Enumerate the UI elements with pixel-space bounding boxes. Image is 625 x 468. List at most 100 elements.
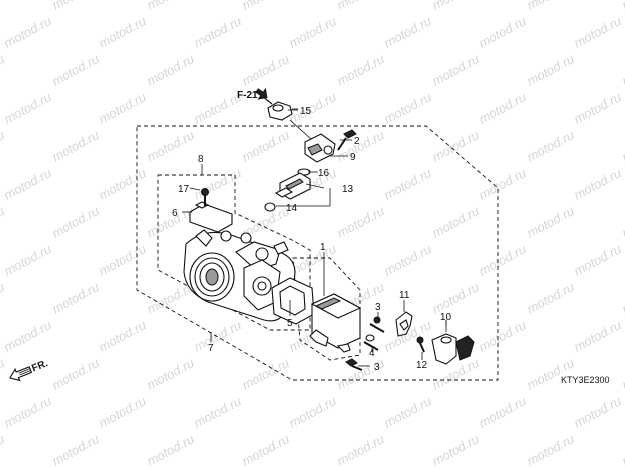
watermark-text: motod.ru bbox=[96, 13, 148, 50]
watermark-text: motod.ru bbox=[524, 51, 576, 88]
callout-1: 1 bbox=[320, 242, 326, 253]
watermark-text: motod.ru bbox=[524, 355, 576, 392]
watermark-text: motod.ru bbox=[619, 51, 625, 88]
watermark-text: motod.ru bbox=[191, 317, 243, 354]
watermark-text: motod.ru bbox=[429, 279, 481, 316]
watermark-text: motod.ru bbox=[144, 51, 196, 88]
watermark-text: motod.ru bbox=[381, 13, 433, 50]
part-13-injector bbox=[264, 168, 311, 212]
watermark-text: motod.ru bbox=[619, 0, 625, 13]
watermark-text: motod.ru bbox=[49, 203, 101, 240]
watermark-text: motod.ru bbox=[239, 0, 291, 13]
watermark-text: motod.ru bbox=[429, 127, 481, 164]
watermark-text: motod.ru bbox=[191, 165, 243, 202]
watermark-text: motod.ru bbox=[191, 393, 243, 430]
diagram-code: KTY3E2300 bbox=[561, 375, 610, 385]
watermark-text: motod.ru bbox=[334, 0, 386, 13]
watermark-text: motod.ru bbox=[0, 431, 7, 468]
watermark-text: motod.ru bbox=[381, 241, 433, 278]
watermark-text: motod.ru bbox=[1, 89, 53, 126]
watermark-text: motod.ru bbox=[96, 241, 148, 278]
watermark-text: motod.ru bbox=[524, 431, 576, 468]
front-label: FR. bbox=[30, 358, 49, 374]
part-12-screw bbox=[416, 336, 425, 353]
watermark-text: motod.ru bbox=[0, 0, 7, 13]
watermark-text: motod.ru bbox=[0, 355, 7, 392]
watermark-text: motod.ru bbox=[1, 13, 53, 50]
callout-10: 10 bbox=[440, 312, 452, 323]
watermark-text: motod.ru bbox=[286, 13, 338, 50]
watermark-text: motod.ru bbox=[96, 165, 148, 202]
part-6-bracket bbox=[189, 188, 233, 233]
watermark-text: motod.ru bbox=[334, 51, 386, 88]
watermark-text: motod.ru bbox=[286, 89, 338, 126]
watermark-text: motod.ru bbox=[96, 317, 148, 354]
watermark-text: motod.ru bbox=[286, 393, 338, 430]
callout-14: 14 bbox=[286, 203, 298, 214]
watermark-text: motod.ru bbox=[334, 127, 386, 164]
watermark-text: motod.ru bbox=[381, 89, 433, 126]
throttle-body bbox=[183, 229, 296, 322]
watermark-text: motod.ru bbox=[619, 127, 625, 164]
sensor-group-boundary bbox=[292, 257, 361, 361]
watermark-text: motod.ru bbox=[191, 89, 243, 126]
watermark-text: motod.ru bbox=[429, 0, 481, 13]
watermark-text: motod.ru bbox=[334, 431, 386, 468]
callout-16: 16 bbox=[318, 168, 330, 179]
watermark-text: motod.ru bbox=[239, 355, 291, 392]
part-9-injector-joint bbox=[289, 119, 336, 163]
watermark-text: motod.ru bbox=[619, 431, 625, 468]
callout-5: 5 bbox=[287, 318, 293, 329]
watermark-text: motod.ru bbox=[1, 393, 53, 430]
watermark-text: motod.ru bbox=[1, 241, 53, 278]
part-15-hose-fitting bbox=[267, 101, 298, 121]
callout-12: 12 bbox=[416, 360, 428, 371]
watermark-text: motod.ru bbox=[476, 165, 528, 202]
callout-13: 13 bbox=[342, 184, 354, 195]
subassembly-boundary bbox=[157, 174, 311, 331]
callout-3-upper: 3 bbox=[375, 302, 381, 313]
front-direction-indicator: FR. bbox=[9, 358, 50, 382]
watermark-text: motod.ru bbox=[144, 355, 196, 392]
front-arrow-icon bbox=[9, 366, 33, 382]
reference-label: F-21 bbox=[237, 90, 258, 101]
callout-2: 2 bbox=[354, 136, 360, 147]
callout-labels: 15 2 9 8 16 13 17 14 6 1 5 3 11 10 7 4 1… bbox=[172, 106, 452, 373]
watermark-text: motod.ru bbox=[96, 393, 148, 430]
part-3-screw-upper bbox=[369, 316, 385, 333]
watermark-text: motod.ru bbox=[524, 0, 576, 13]
watermark-text: motod.ru bbox=[1, 165, 53, 202]
callout-17: 17 bbox=[178, 184, 190, 195]
callout-7: 7 bbox=[208, 343, 214, 354]
watermark-text: motod.ru bbox=[524, 203, 576, 240]
callout-15: 15 bbox=[300, 106, 312, 117]
watermark-text: motod.ru bbox=[49, 127, 101, 164]
leader-lines bbox=[182, 109, 447, 367]
watermark-text: motod.ru bbox=[524, 279, 576, 316]
callout-11: 11 bbox=[399, 290, 410, 301]
watermark-text: motod.ru bbox=[619, 355, 625, 392]
watermark-text: motod.ru bbox=[619, 279, 625, 316]
watermark-text: motod.ru bbox=[0, 51, 7, 88]
watermark-text: motod.ru bbox=[476, 89, 528, 126]
watermark-text: motod.ru bbox=[571, 89, 623, 126]
watermark-text: motod.ru bbox=[96, 89, 148, 126]
watermark-text: motod.ru bbox=[429, 51, 481, 88]
callout-6: 6 bbox=[172, 208, 178, 219]
part-1-sensor-unit bbox=[309, 293, 362, 353]
watermark-text: motod.ru bbox=[381, 393, 433, 430]
watermark-text: motod.ru bbox=[476, 241, 528, 278]
watermark-text: motod.ru bbox=[429, 203, 481, 240]
watermark-text: motod.ru bbox=[429, 431, 481, 468]
watermark-text: motod.ru bbox=[476, 13, 528, 50]
watermark-text: motod.ru bbox=[0, 279, 7, 316]
watermark-text: motod.ru bbox=[571, 393, 623, 430]
watermark-text: motod.ru bbox=[0, 203, 7, 240]
watermark-text: motod.ru bbox=[571, 165, 623, 202]
reference-f21: F-21 bbox=[237, 87, 273, 105]
callout-8: 8 bbox=[198, 154, 204, 165]
watermark-text: motod.ru bbox=[239, 51, 291, 88]
assembly-boundary bbox=[136, 125, 499, 381]
